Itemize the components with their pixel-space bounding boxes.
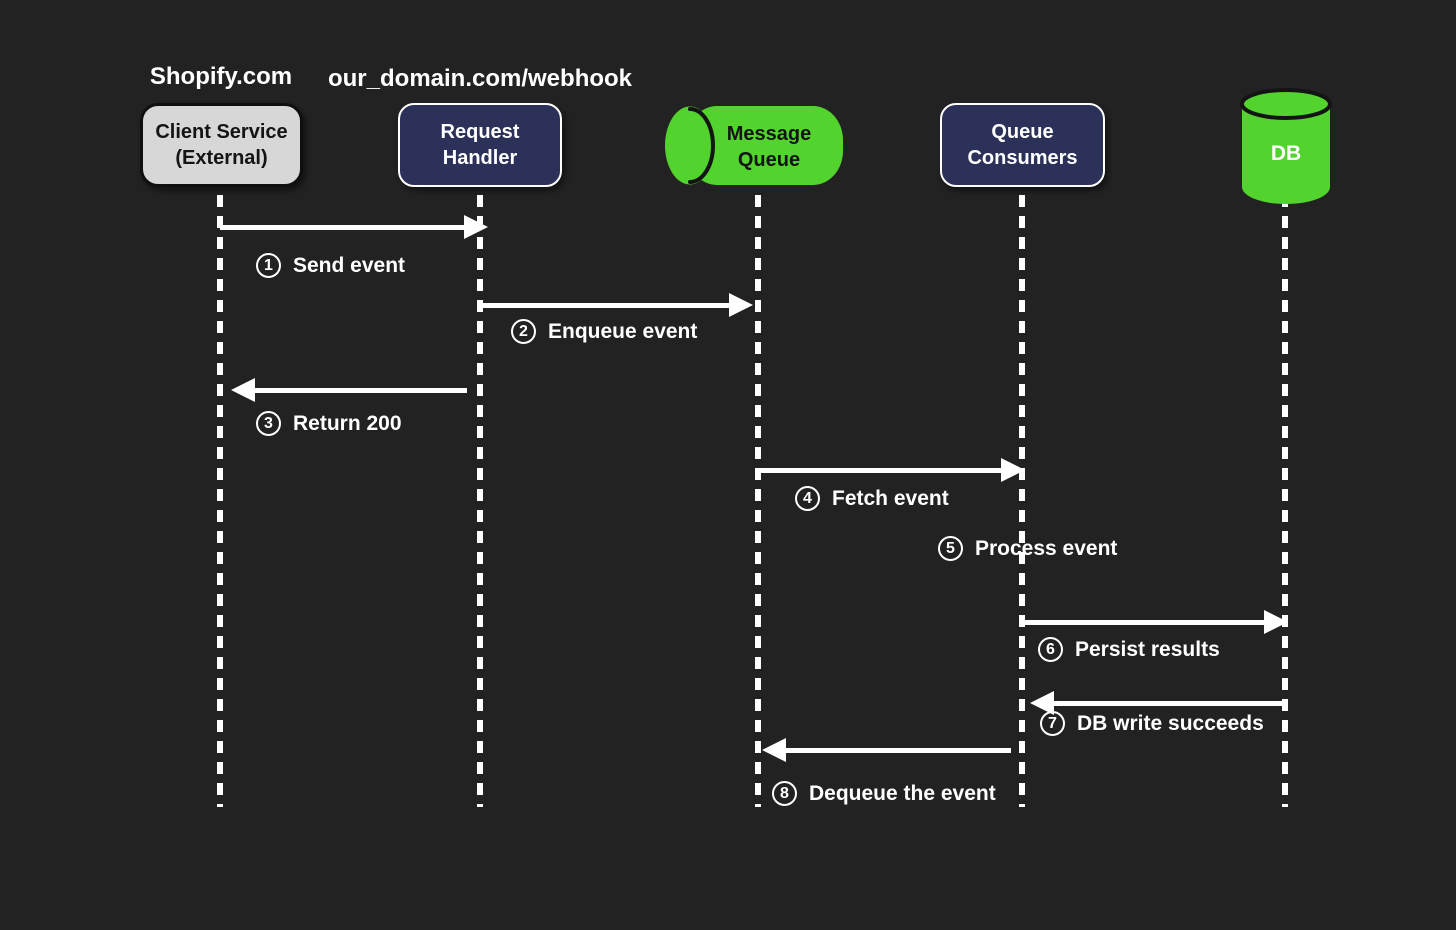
actor-label-line: Queue — [991, 121, 1054, 143]
arrowhead-icon — [762, 738, 786, 762]
message-number-badge: 3 — [256, 411, 281, 436]
actor-label-line: Queue — [738, 149, 800, 171]
arrow-line — [481, 303, 737, 308]
arrow-send-event — [220, 215, 488, 239]
arrowhead-icon — [1001, 458, 1025, 482]
cylinder-body — [1242, 104, 1330, 204]
arrowhead-icon — [1264, 610, 1288, 634]
message-text: DB write succeeds — [1077, 711, 1264, 735]
message-label-dequeue-event: 8 Dequeue the event — [772, 781, 996, 806]
message-text: Fetch event — [832, 486, 949, 510]
actor-queue-consumers: Queue Consumers — [940, 103, 1105, 187]
cylinder-body — [687, 106, 843, 185]
actor-label: DB — [1271, 142, 1301, 165]
lifeline-client-service — [217, 195, 223, 807]
arrow-line — [247, 388, 467, 393]
arrow-persist-results — [1022, 610, 1288, 634]
message-number-badge: 8 — [772, 781, 797, 806]
message-number-badge: 6 — [1038, 637, 1063, 662]
arrowhead-icon — [231, 378, 255, 402]
actor-label-line: Consumers — [967, 147, 1078, 169]
arrow-line — [1022, 620, 1272, 625]
message-text: Process event — [975, 536, 1118, 560]
arrow-dequeue-event — [762, 738, 1011, 762]
message-label-db-write-succeeds: 7 DB write succeeds — [1040, 711, 1264, 736]
message-text: Dequeue the event — [809, 781, 996, 805]
actor-label-line: Client Service — [155, 121, 288, 143]
actor-message-queue-cylinder: Message Queue — [665, 106, 843, 185]
external-label-shopify: Shopify.com — [149, 63, 293, 90]
message-label-process-event: 5 Process event — [938, 536, 1117, 561]
external-label-webhook-domain: our_domain.com/webhook — [327, 65, 633, 92]
arrow-fetch-event — [761, 458, 1025, 482]
message-number-badge: 2 — [511, 319, 536, 344]
arrow-line — [761, 468, 1009, 473]
message-number-badge: 7 — [1040, 711, 1065, 736]
arrow-return-200 — [231, 378, 467, 402]
message-number-badge: 1 — [256, 253, 281, 278]
message-label-send-event: 1 Send event — [256, 253, 405, 278]
message-text: Persist results — [1075, 637, 1220, 661]
actor-label-line: Message — [727, 123, 812, 145]
actor-label-line: (External) — [175, 147, 268, 169]
lifeline-message-queue — [755, 195, 761, 807]
arrowhead-icon — [464, 215, 488, 239]
message-label-persist-results: 6 Persist results — [1038, 637, 1220, 662]
arrow-enqueue-event — [481, 293, 753, 317]
message-text: Return 200 — [293, 411, 402, 435]
message-text: Enqueue event — [548, 319, 698, 343]
message-number-badge: 5 — [938, 536, 963, 561]
arrow-line — [1046, 701, 1286, 706]
actor-db-cylinder: DB — [1240, 88, 1332, 204]
lifeline-request-handler — [477, 195, 483, 807]
message-label-return-200: 3 Return 200 — [256, 411, 402, 436]
actor-label-line: Request — [440, 121, 520, 143]
actor-request-handler: Request Handler — [398, 103, 562, 187]
cylinder-cap-arc — [688, 107, 715, 184]
cylinder-top — [1240, 88, 1332, 120]
arrowhead-icon — [729, 293, 753, 317]
lifeline-db — [1282, 195, 1288, 807]
message-label-fetch-event: 4 Fetch event — [795, 486, 949, 511]
lifeline-queue-consumers — [1019, 195, 1025, 807]
actor-label-line: Handler — [442, 147, 518, 169]
arrow-line — [220, 225, 472, 230]
actor-client-service: Client Service (External) — [140, 103, 303, 187]
arrow-line — [778, 748, 1011, 753]
message-number-badge: 4 — [795, 486, 820, 511]
message-text: Send event — [293, 253, 406, 277]
cylinder-cap — [665, 106, 715, 185]
message-label-enqueue-event: 2 Enqueue event — [511, 319, 697, 344]
